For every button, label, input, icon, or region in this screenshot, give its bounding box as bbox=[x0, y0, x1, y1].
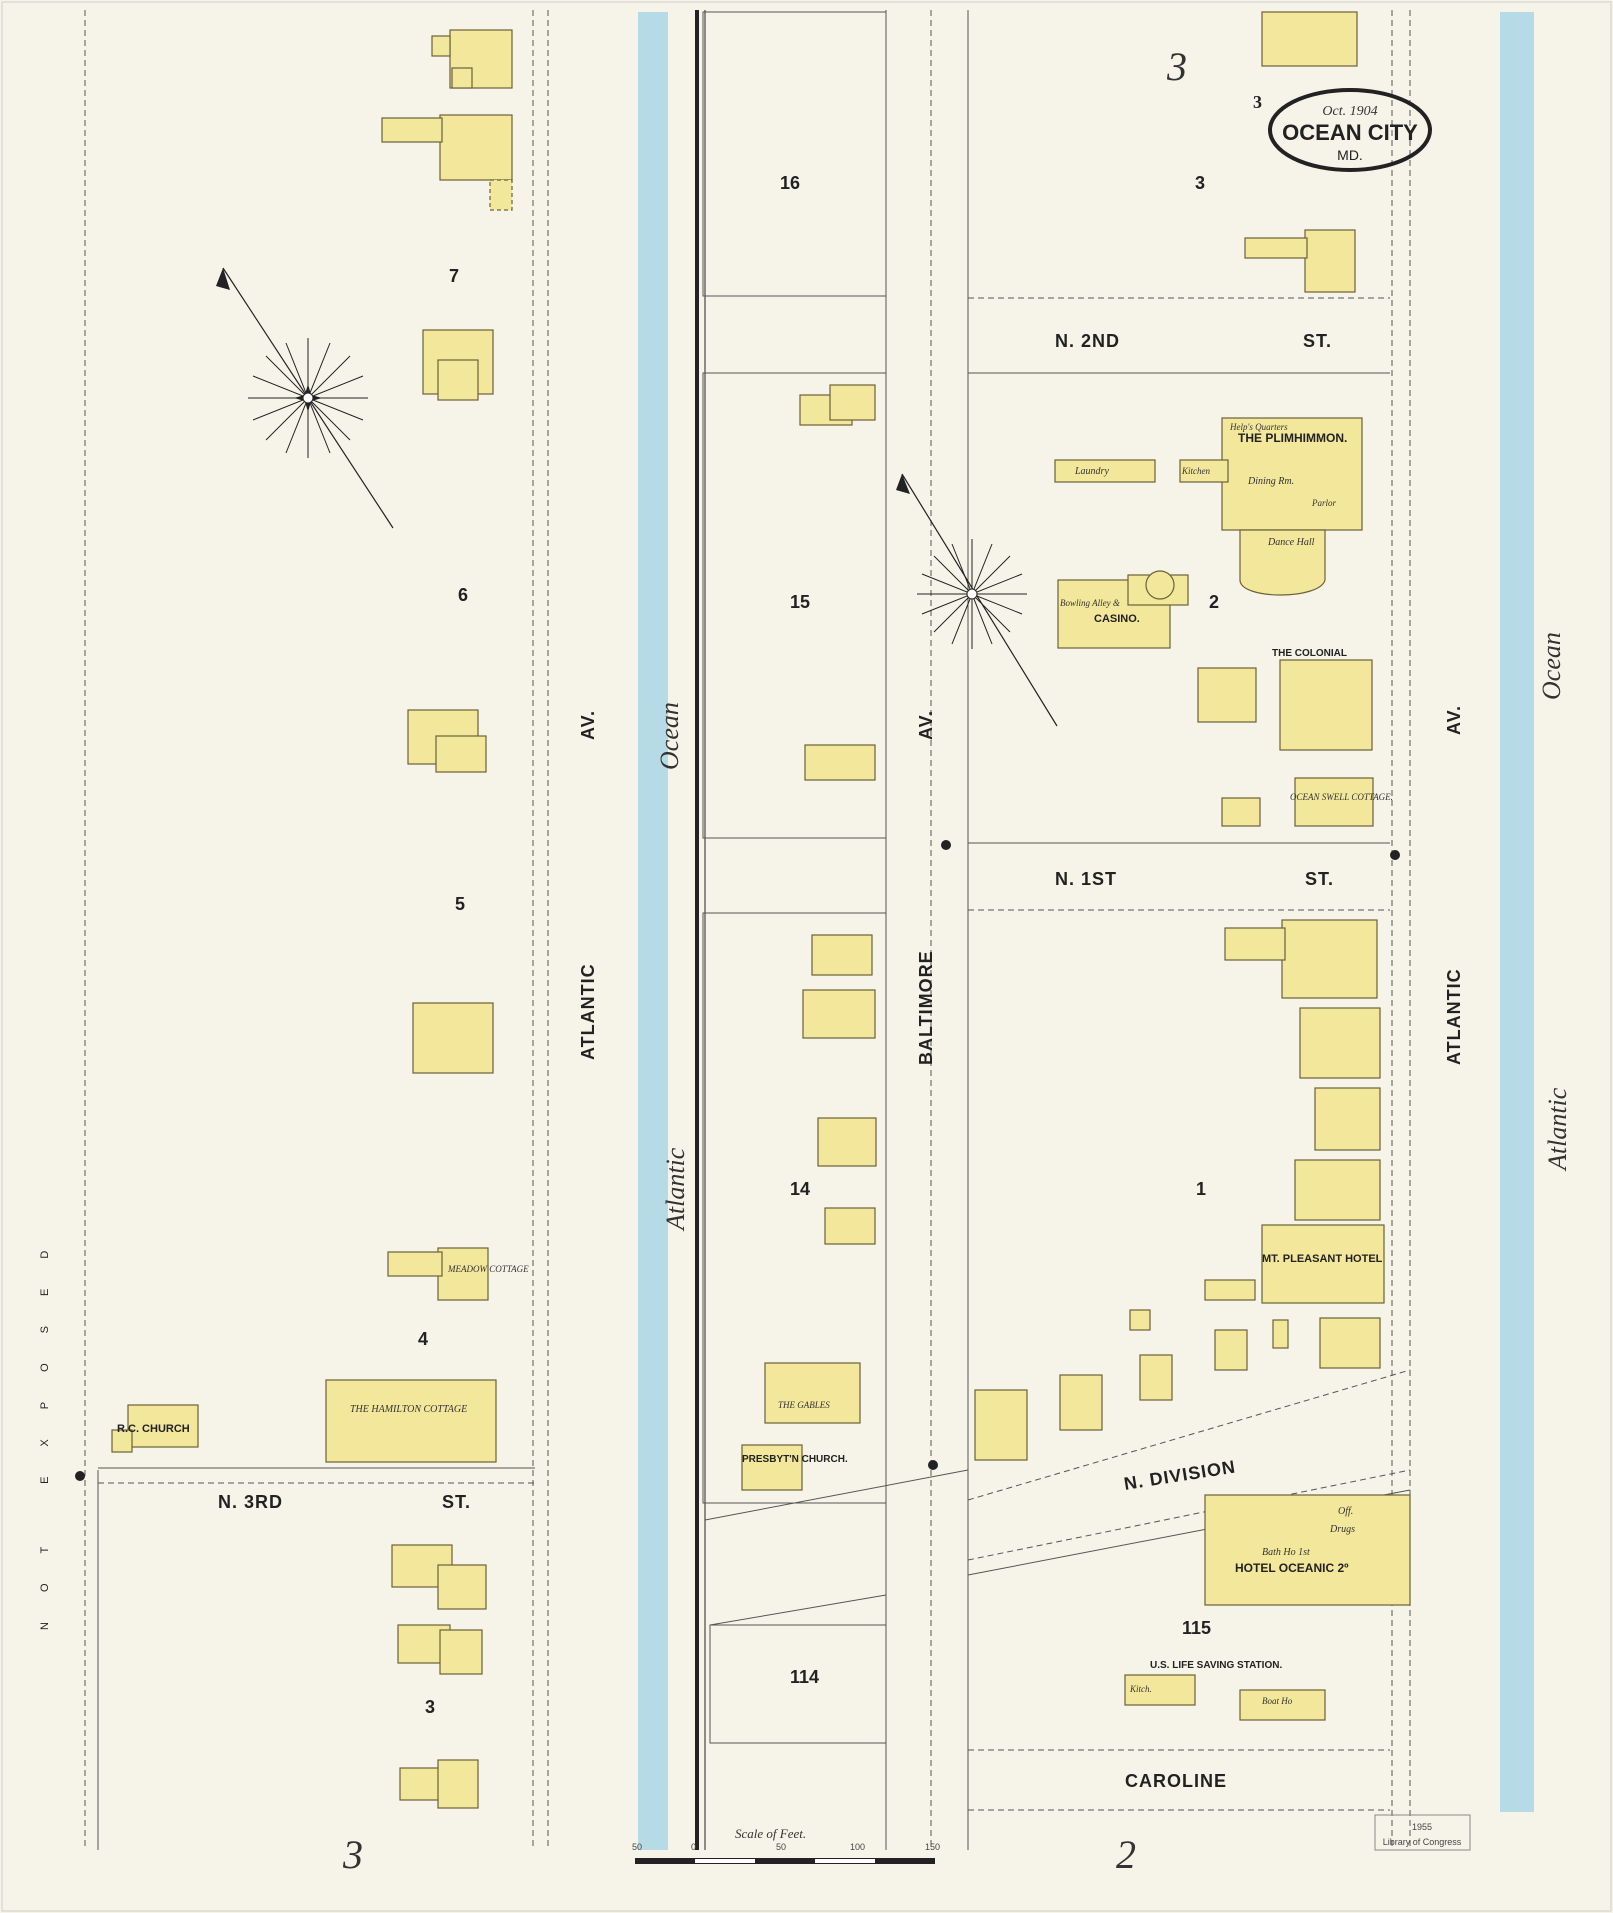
adjoining-sheet-top: 3 bbox=[1166, 44, 1187, 89]
hydrant bbox=[941, 840, 951, 850]
library-stamp-name: Library of Congress bbox=[1383, 1837, 1462, 1847]
library-stamp bbox=[1374, 1814, 1471, 1851]
division-diag-c bbox=[967, 1469, 1411, 1561]
label-bowling-alley: Bowling Alley & bbox=[1060, 598, 1120, 608]
division-diag-b bbox=[967, 1369, 1411, 1501]
label-kitchen: Kitchen bbox=[1181, 466, 1210, 476]
hydrant bbox=[928, 1460, 938, 1470]
street-atlantic-right: ATLANTIC bbox=[1444, 968, 1464, 1065]
street-atlantic-left-suffix: AV. bbox=[578, 710, 598, 740]
label-dance-hall: Dance Hall bbox=[1267, 537, 1315, 548]
label-bath-ho: Bath Ho 1st bbox=[1262, 1547, 1310, 1558]
label-colonial: THE COLONIAL bbox=[1272, 648, 1347, 659]
left-column-buildings bbox=[111, 29, 513, 1809]
stamp-city: OCEAN CITY bbox=[1282, 120, 1418, 145]
street-caroline: CAROLINE bbox=[1125, 1771, 1227, 1791]
street-atlantic-right-suffix: AV. bbox=[1444, 705, 1464, 735]
block-14-outline bbox=[702, 912, 887, 1504]
block-number: 15 bbox=[790, 592, 810, 612]
label-presbyterian-church: PRESBYT'N CHURCH. bbox=[742, 1454, 848, 1465]
ocean-right-strip bbox=[1500, 12, 1534, 1812]
scale-tick: 50 bbox=[632, 1842, 642, 1852]
date-stamp-oval bbox=[1268, 88, 1432, 172]
label-gables: THE GABLES bbox=[778, 1400, 830, 1410]
stamp-state: MD. bbox=[1337, 147, 1363, 163]
street-n-division: N. DIVISION bbox=[1122, 1457, 1237, 1494]
block-number: 114 bbox=[790, 1667, 819, 1687]
label-meadow-cottage: MEADOW COTTAGE bbox=[447, 1264, 529, 1274]
water-atlantic-right: Atlantic bbox=[1543, 1087, 1572, 1172]
label-ocean-swell: OCEAN SWELL COTTAGE. bbox=[1290, 792, 1393, 802]
block-114-top bbox=[709, 1594, 887, 1626]
street-n2nd: N. 2ND bbox=[1055, 331, 1120, 351]
block-number: 6 bbox=[458, 585, 468, 605]
block-number: 1 bbox=[1196, 1179, 1206, 1199]
division-diag-a bbox=[704, 1469, 969, 1521]
street-baltimore: BALTIMORE bbox=[916, 950, 936, 1065]
street-atlantic-left: ATLANTIC bbox=[578, 963, 598, 1060]
scale-tick: 50 bbox=[776, 1842, 786, 1852]
block-15-outline bbox=[702, 372, 887, 839]
block-number: 16 bbox=[780, 173, 800, 193]
water-ocean-right: Ocean bbox=[1537, 632, 1566, 700]
label-mt-pleasant: MT. PLEASANT HOTEL bbox=[1262, 1253, 1383, 1265]
compass-rose-left bbox=[216, 267, 394, 529]
block-number: 2 bbox=[1209, 592, 1219, 612]
label-off: Off. bbox=[1338, 1506, 1353, 1517]
block-number: 14 bbox=[790, 1179, 810, 1199]
label-rc-church: R.C. CHURCH bbox=[117, 1423, 190, 1435]
scale-tick: 150 bbox=[925, 1842, 940, 1852]
scale-tick: 0 bbox=[691, 1842, 696, 1852]
label-life-saving-station: U.S. LIFE SAVING STATION. bbox=[1150, 1660, 1282, 1671]
block-16-outline bbox=[702, 11, 887, 297]
compass-rose-right bbox=[896, 473, 1058, 727]
block-number: 4 bbox=[418, 1329, 428, 1349]
street-n1st-suffix: ST. bbox=[1305, 869, 1334, 889]
street-n1st: N. 1ST bbox=[1055, 869, 1117, 889]
scale-tick: 100 bbox=[850, 1842, 865, 1852]
block-number: 115 bbox=[1182, 1618, 1211, 1638]
block-number: 7 bbox=[449, 266, 459, 286]
street-n3rd: N. 3RD bbox=[218, 1492, 283, 1512]
right-column-buildings bbox=[974, 11, 1411, 1721]
sheet-number: 3 bbox=[1253, 92, 1262, 112]
street-baltimore-suffix: AV. bbox=[916, 710, 936, 740]
adjoining-sheet-bottom-left: 3 bbox=[342, 1832, 363, 1877]
library-stamp-year: 1955 bbox=[1412, 1822, 1432, 1832]
label-kitch: Kitch. bbox=[1129, 1684, 1152, 1694]
water-atlantic-left: Atlantic bbox=[661, 1147, 690, 1232]
label-parlor: Parlor bbox=[1311, 498, 1337, 508]
street-n2nd-suffix: ST. bbox=[1303, 331, 1332, 351]
block-number: 3 bbox=[1195, 173, 1205, 193]
label-plimhimmon: THE PLIMHIMMON. bbox=[1238, 431, 1347, 445]
scale-bar bbox=[635, 1858, 935, 1864]
middle-column-buildings bbox=[741, 384, 877, 1491]
water-ocean-left: Ocean bbox=[655, 702, 684, 770]
block-114-outline bbox=[709, 1624, 887, 1744]
stamp-date: Oct. 1904 bbox=[1322, 104, 1377, 119]
block-number: 5 bbox=[455, 894, 465, 914]
adjoining-sheet-bottom-right: 2 bbox=[1116, 1832, 1136, 1877]
hydrant bbox=[1390, 850, 1400, 860]
label-casino: CASINO. bbox=[1094, 613, 1140, 625]
street-n3rd-suffix: ST. bbox=[442, 1492, 471, 1512]
scale-label: Scale of Feet. bbox=[735, 1826, 806, 1841]
label-dining-rm: Dining Rm. bbox=[1247, 476, 1294, 487]
label-boat-ho: Boat Ho bbox=[1262, 1696, 1293, 1706]
label-hamilton-cottage: THE HAMILTON COTTAGE bbox=[350, 1404, 467, 1415]
label-helps-quarters: Help's Quarters bbox=[1229, 422, 1288, 432]
hydrant bbox=[75, 1471, 85, 1481]
label-drugs: Drugs bbox=[1329, 1524, 1355, 1535]
label-hotel-oceanic: HOTEL OCEANIC 2º bbox=[1235, 1561, 1349, 1575]
block-number: 3 bbox=[425, 1697, 435, 1717]
label-laundry: Laundry bbox=[1074, 466, 1109, 477]
ocean-left-strip bbox=[638, 12, 668, 1850]
exposure-label: NOT EXPOSED bbox=[39, 1221, 51, 1630]
